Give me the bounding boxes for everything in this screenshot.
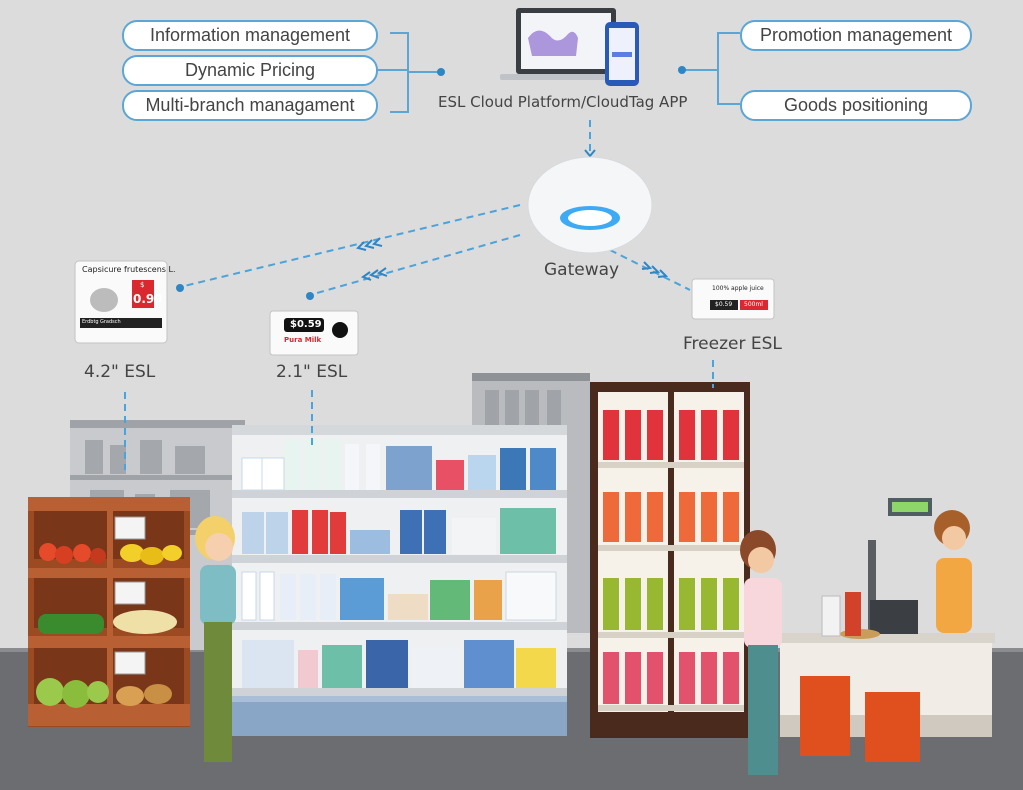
tag-21-price: $0.59 [290, 319, 322, 330]
esl-21-label: 2.1" ESL [276, 362, 348, 382]
esl-freezer-tag [691, 278, 775, 320]
shopper-woman-phone [740, 530, 782, 775]
feature-goods-positioning: Goods positioning [740, 90, 972, 121]
wireless-links [124, 120, 714, 470]
produce-stand [28, 497, 190, 727]
laptop-phone-icon [500, 8, 639, 86]
tag-42-product: Capsicure frutescens L. [82, 265, 176, 274]
tag-42-footer-b: Gradsch [100, 319, 121, 325]
cashier [934, 510, 972, 633]
tag-freezer-product: 100% apple juice [712, 285, 764, 292]
feature-dynamic-pricing: Dynamic Pricing [122, 55, 378, 86]
tag-42-price: 0.99 [133, 292, 163, 306]
platform-label: ESL Cloud Platform/CloudTag APP [438, 93, 688, 111]
checkout-counter [775, 498, 995, 762]
freezer-esl-label: Freezer ESL [683, 334, 782, 354]
connector-lines [377, 32, 740, 113]
esl-21-tag [269, 310, 359, 356]
tag-21-product: Pura Milk [284, 336, 322, 344]
gateway-label: Gateway [544, 260, 620, 280]
freezer [590, 382, 750, 738]
tag-42-footer-a: Erdbtg [82, 319, 99, 325]
tag-freezer-price: $0.59 [715, 301, 733, 308]
feature-information-management: Information management [122, 20, 378, 51]
feature-multi-branch-management: Multi-branch managament [122, 90, 378, 121]
esl-42-tag [74, 260, 168, 344]
feature-promotion-management: Promotion management [740, 20, 972, 51]
gateway-device [527, 156, 653, 254]
shopper-woman-left [195, 516, 236, 762]
tag-freezer-size: 500ml [744, 301, 763, 308]
dairy-shelf [232, 425, 567, 736]
tag-42-currency: $ [140, 281, 145, 289]
esl-42-label: 4.2" ESL [84, 362, 156, 382]
